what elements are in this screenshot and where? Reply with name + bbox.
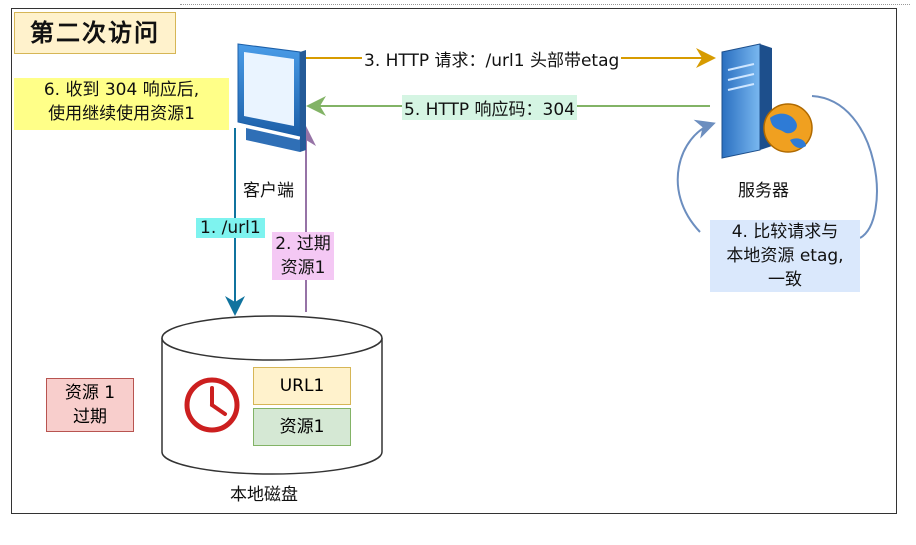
- response-label: 5. HTTP 响应码：304: [402, 95, 577, 120]
- diagram-title: 第二次访问: [14, 12, 176, 54]
- expired-badge-line1: 资源 1: [64, 383, 116, 403]
- expired-badge-line2: 过期: [73, 407, 107, 427]
- resource-expired-badge: 资源 1 过期: [46, 378, 134, 432]
- expired-resource-label: 2. 过期 资源1: [272, 232, 334, 280]
- step6-note-line1: 6. 收到 304 响应后,: [43, 80, 200, 100]
- compare-line3: 一致: [768, 270, 802, 290]
- url1-label: 1. /url1: [196, 218, 265, 238]
- compare-line2: 本地资源 etag,: [726, 246, 844, 266]
- computer-icon: [237, 43, 306, 152]
- resource-cell: 资源1: [253, 408, 351, 446]
- server-label: 服务器: [738, 181, 789, 201]
- step6-note-line2: 使用继续使用资源1: [48, 104, 195, 124]
- expired-label-line1: 2. 过期: [275, 234, 331, 254]
- server-icon: [721, 43, 772, 159]
- compare-loop-arrow: [676, 95, 878, 239]
- globe-icon: [763, 103, 813, 153]
- url-cell: URL1: [253, 367, 351, 405]
- step6-note: 6. 收到 304 响应后, 使用继续使用资源1: [14, 78, 229, 130]
- expired-label-line2: 资源1: [280, 258, 326, 278]
- top-dotted-border: [180, 4, 910, 5]
- clock-icon: [184, 377, 240, 433]
- request-label: 3. HTTP 请求：/url1 头部带etag: [362, 46, 622, 71]
- disk-label: 本地磁盘: [230, 485, 298, 505]
- diagram-frame: [11, 8, 897, 514]
- compare-etag-label: 4. 比较请求与 本地资源 etag, 一致: [710, 220, 860, 292]
- client-label: 客户端: [243, 181, 294, 201]
- compare-line1: 4. 比较请求与: [731, 222, 839, 242]
